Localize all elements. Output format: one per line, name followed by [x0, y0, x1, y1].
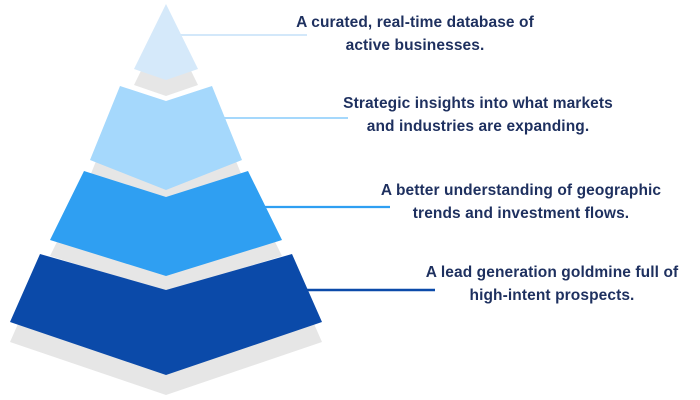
tier-1-label-line-2: active businesses. [345, 37, 485, 54]
tier-1-label: A curated, real-time database of active … [235, 11, 595, 57]
tier-1-label-line-1: A curated, real-time database of [296, 14, 534, 31]
tier-2-label-line-1: Strategic insights into what markets [343, 95, 613, 112]
tier-2-label-line-2: and industries are expanding. [366, 118, 590, 135]
pyramid-tier-3 [50, 171, 282, 276]
tier-4-label: A lead generation goldmine full of high-… [372, 261, 700, 307]
tier-3-label-line-2: trends and investment flows. [412, 205, 630, 222]
tier-3-label-line-1: A better understanding of geographic [380, 182, 662, 199]
pyramid-tier-2 [90, 86, 242, 190]
tier-3-label: A better understanding of geographic tre… [341, 179, 700, 225]
tier-2-label: Strategic insights into what markets and… [298, 92, 658, 138]
tier-4-label-line-2: high-intent prospects. [469, 287, 635, 304]
pyramid-tier-1 [134, 4, 198, 80]
tier-4-label-line-1: A lead generation goldmine full of [425, 264, 679, 281]
pyramid-tier-4 [10, 254, 322, 375]
